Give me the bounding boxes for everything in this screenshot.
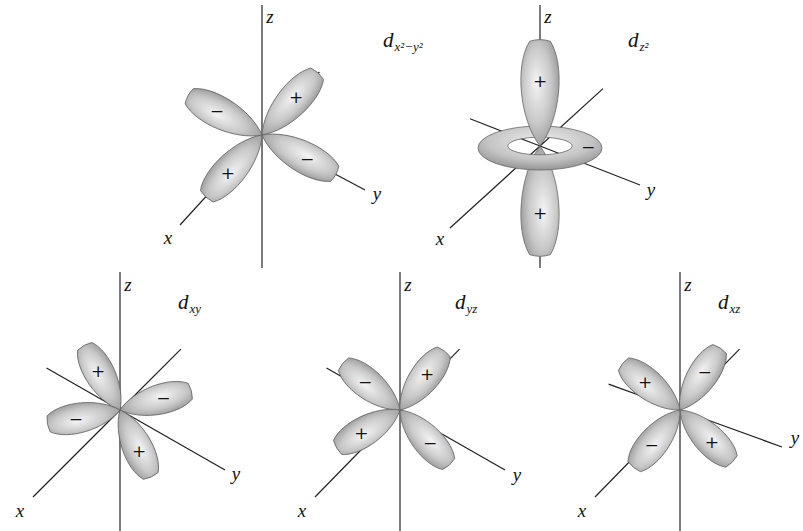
phase-sign: + [638, 373, 652, 390]
orbital-lobe [667, 340, 732, 418]
orbital-panel [450, 5, 640, 268]
phase-sign: − [69, 410, 83, 427]
phase-sign: + [420, 366, 434, 383]
axis-label: z [544, 7, 551, 26]
orbital-lobe [106, 404, 164, 484]
phase-sign: − [423, 435, 437, 452]
axis-label: x [16, 501, 24, 520]
orbital-subscript: yz [467, 302, 478, 315]
orbital-lobe [389, 400, 461, 475]
orbital-lobe [255, 121, 344, 188]
orbital-name: d [628, 30, 639, 51]
axis-label: x [298, 501, 306, 520]
orbital-panel [595, 272, 782, 531]
orbital-lobe [194, 124, 274, 207]
orbital-subscript: x²−y² [395, 40, 423, 53]
phase-sign: + [533, 73, 547, 90]
axis-label: x [436, 229, 444, 248]
axis-label: z [404, 275, 411, 294]
axis-label: x [578, 501, 586, 520]
phase-sign: − [156, 390, 170, 407]
axis-label: z [684, 275, 691, 294]
phase-sign: − [697, 364, 711, 381]
orbital-name: d [718, 292, 729, 313]
orbital-panel [33, 272, 225, 531]
phase-sign: + [705, 433, 719, 450]
orbital-subscript: xz [730, 302, 741, 315]
phase-sign: + [221, 164, 235, 181]
axis-label: x [164, 228, 172, 247]
phase-sign: + [354, 425, 368, 442]
orbital-panel [315, 272, 505, 531]
phase-sign: + [91, 362, 105, 379]
orbital-lobe [329, 397, 408, 461]
orbital-subscript: z² [640, 40, 649, 53]
phase-sign: + [289, 89, 303, 106]
phase-sign: − [358, 373, 372, 390]
axis-label: y [373, 184, 381, 203]
axis-label: z [124, 275, 131, 294]
orbital-name: d [178, 292, 189, 313]
orbital-lobe [250, 62, 330, 145]
orbital-name: d [383, 30, 394, 51]
phase-sign: − [581, 139, 595, 156]
axis-line [33, 410, 120, 497]
orbital-panel [180, 5, 365, 268]
phase-sign: + [132, 442, 146, 459]
phase-sign: − [300, 150, 314, 167]
orbital-lobe [521, 40, 559, 146]
axis-label: y [232, 464, 240, 483]
orbital-lobe [669, 399, 742, 472]
orbital-lobe [45, 395, 123, 438]
phase-sign: + [533, 205, 547, 222]
orbital-subscript: xy [190, 302, 202, 315]
orbital-name: d [455, 292, 466, 313]
phase-sign: − [645, 436, 659, 453]
axis-label: y [791, 428, 799, 447]
axis-label: y [647, 180, 655, 199]
phase-sign: − [210, 103, 224, 120]
orbital-lobe [388, 342, 456, 419]
axis-label: y [513, 465, 521, 484]
axis-label: z [266, 7, 273, 26]
